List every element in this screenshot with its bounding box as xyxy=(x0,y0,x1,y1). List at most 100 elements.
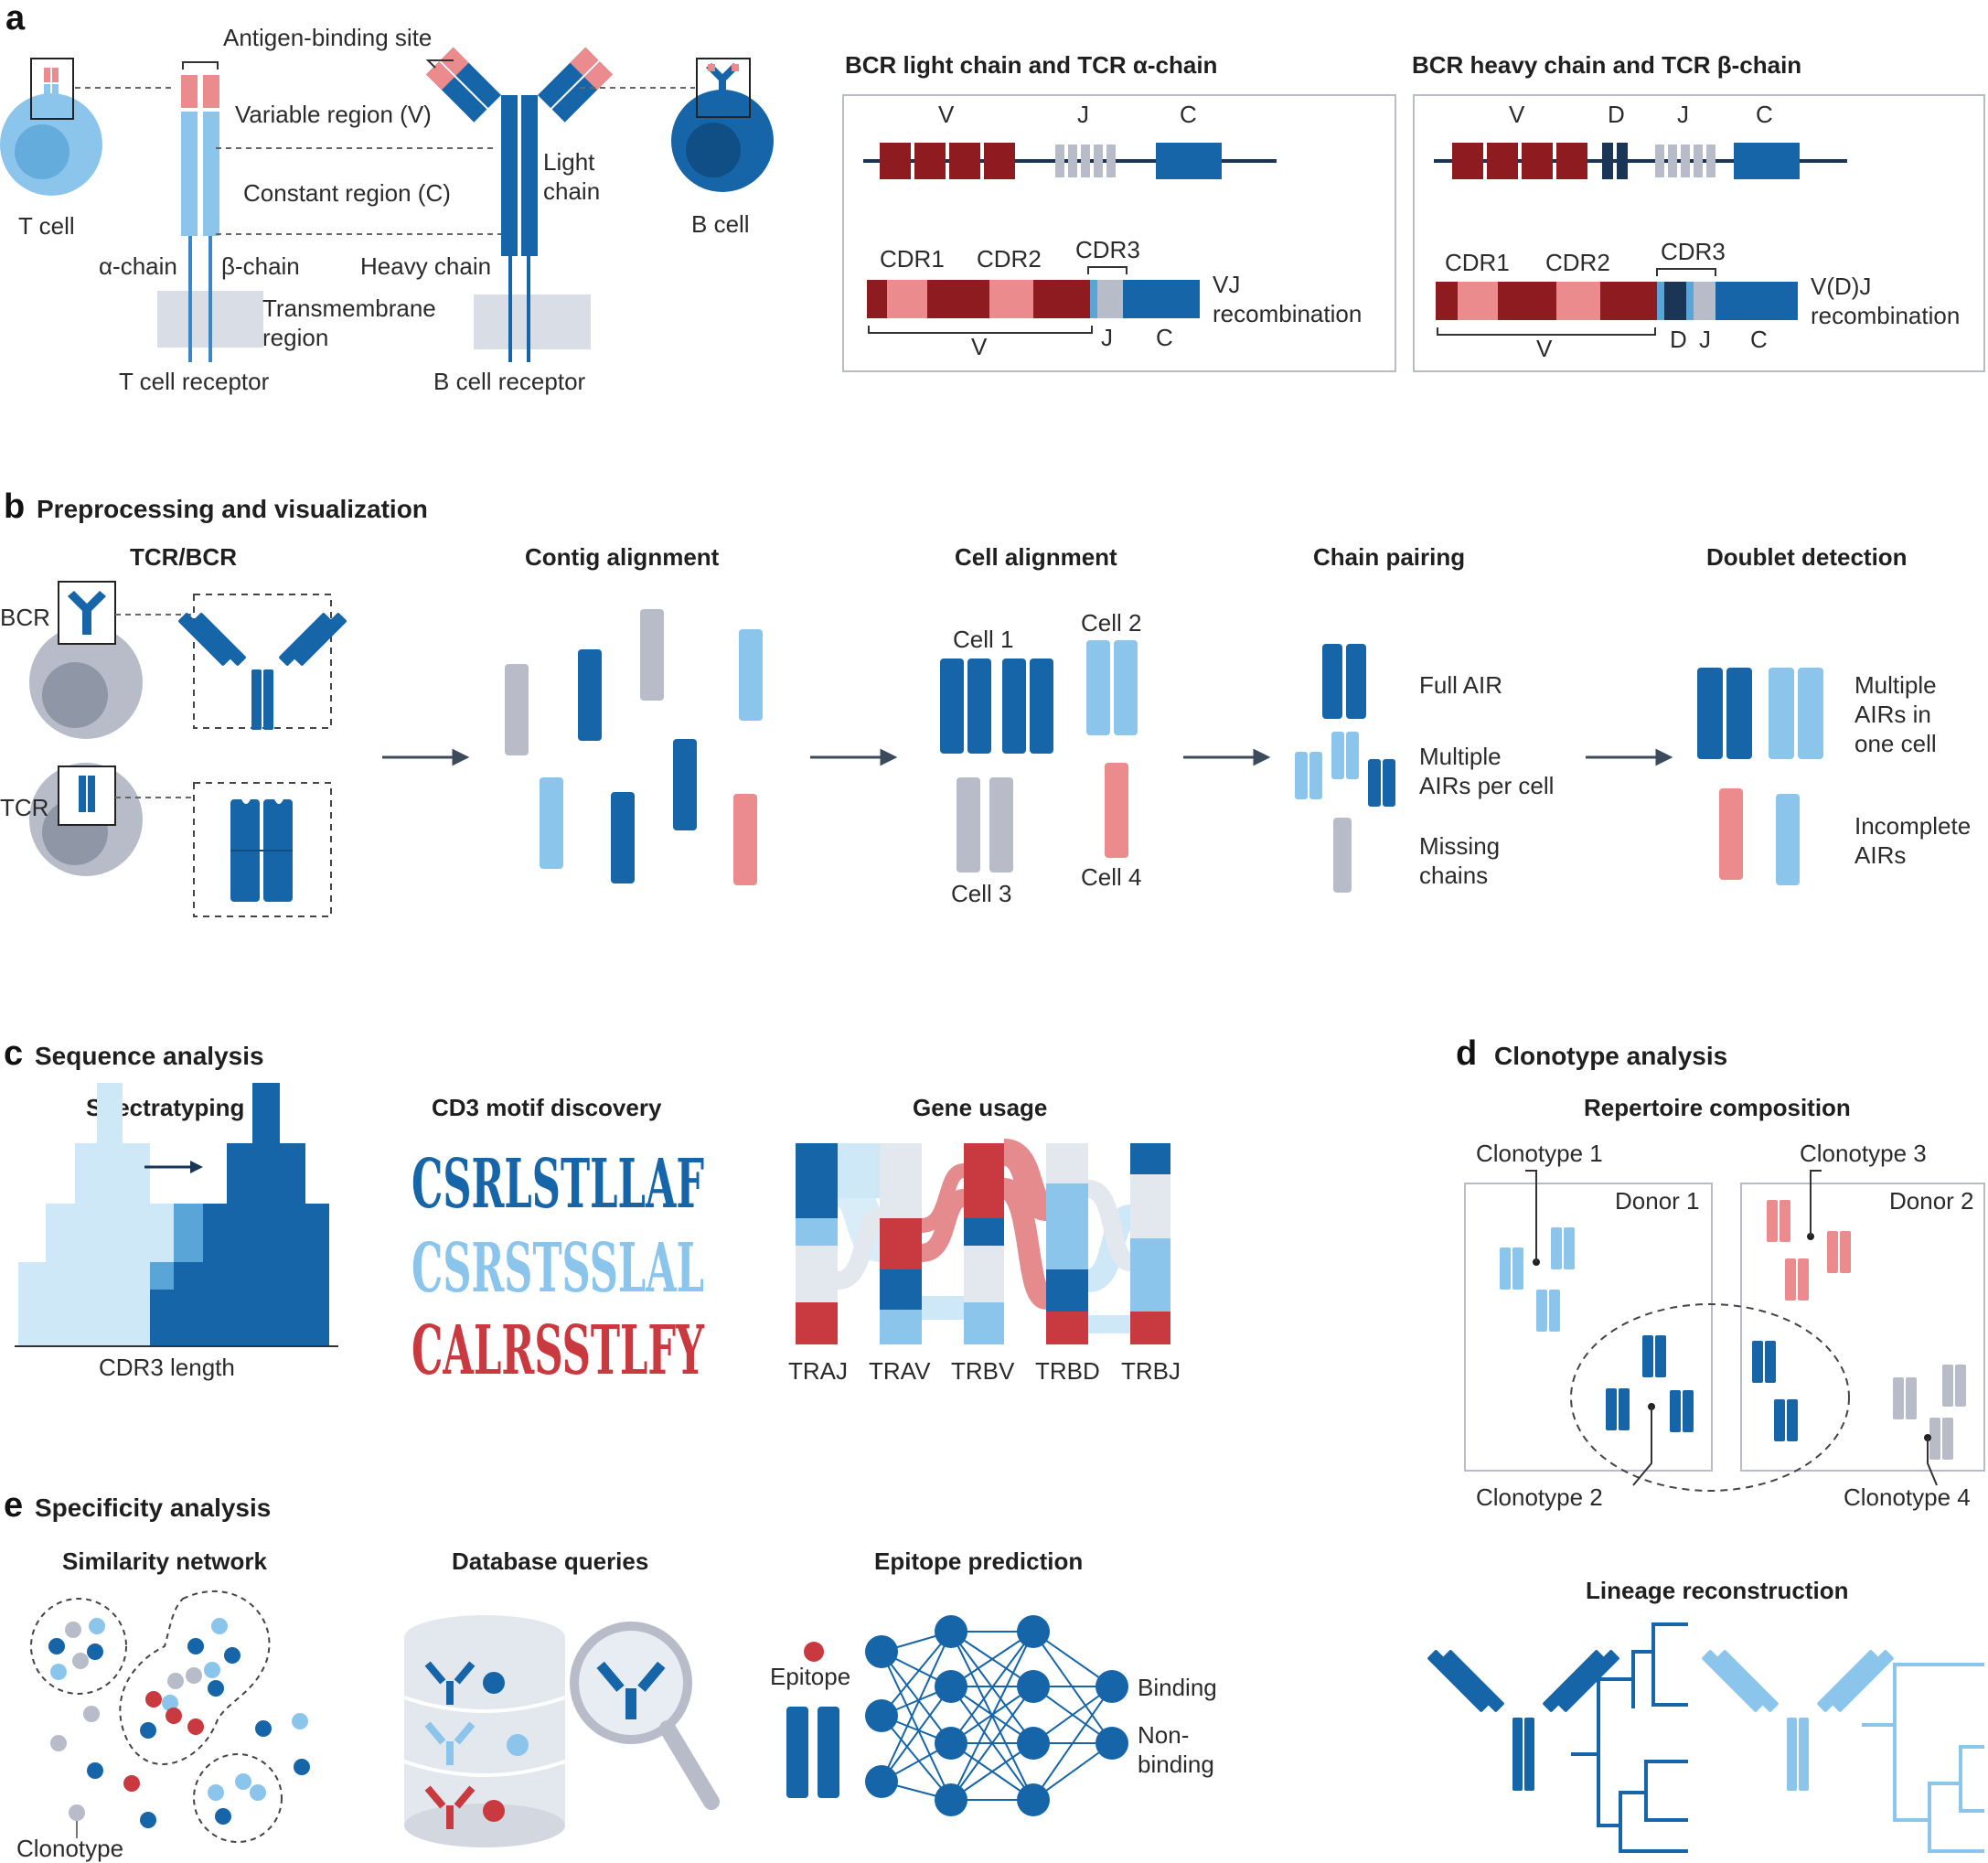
nn-node xyxy=(935,1615,967,1648)
nn-edge xyxy=(950,1686,1034,1801)
gene-usage-diagram xyxy=(796,1139,1170,1344)
donor-1-box xyxy=(1464,1183,1713,1472)
nn-node xyxy=(935,1727,967,1760)
vj-seg-c: C xyxy=(1156,324,1173,351)
nn-edge xyxy=(950,1742,1034,1801)
panel-c-letter: c xyxy=(4,1034,23,1073)
panel-c: c Sequence analysis Spectratyping CDR3 l… xyxy=(4,1034,1181,1390)
transmembrane-label-1: Transmembrane xyxy=(262,294,436,322)
cell-alignment-groups xyxy=(940,640,1138,873)
lineage-tree-dark xyxy=(1427,1622,1688,1853)
nn-node xyxy=(1017,1615,1050,1648)
vj-cdr2: CDR2 xyxy=(977,245,1042,273)
b-cell-label: B cell xyxy=(691,210,750,238)
cell-2-label: Cell 2 xyxy=(1081,609,1141,637)
panel-b: b Preprocessing and visualization TCR/BC… xyxy=(0,487,1971,917)
clonotype-icons xyxy=(1500,1170,1966,1486)
spectratype-chart xyxy=(15,1083,338,1347)
t-cell-illustration xyxy=(0,58,102,196)
panel-d-letter: d xyxy=(1456,1034,1477,1073)
vdj-gene-d: D xyxy=(1608,101,1625,128)
tcr-schematic xyxy=(181,61,219,362)
repertoire-title: Repertoire composition xyxy=(1584,1094,1851,1121)
cell-alignment-title: Cell alignment xyxy=(955,543,1117,571)
neural-network xyxy=(865,1615,1128,1816)
vdj-gene-j: J xyxy=(1677,101,1689,128)
panel-e: e Specificity analysis Similarity networ… xyxy=(4,1486,1217,1862)
cell-4-label: Cell 4 xyxy=(1081,863,1141,891)
vj-v-genes xyxy=(880,143,1015,179)
nn-edge xyxy=(881,1686,952,1783)
vj-c-gene xyxy=(1156,143,1222,179)
nn-node xyxy=(1017,1670,1050,1703)
nn-node xyxy=(1096,1727,1128,1760)
nn-node xyxy=(1017,1783,1050,1816)
epitope-prediction-title: Epitope prediction xyxy=(874,1547,1083,1575)
donor-2-box xyxy=(1740,1183,1985,1472)
doublet-icons xyxy=(1697,668,1823,885)
panel-b-letter: b xyxy=(4,487,25,526)
constant-region-label: Constant region (C) xyxy=(243,179,451,207)
gene-traj: TRAJ xyxy=(788,1357,848,1385)
nn-edge xyxy=(881,1651,952,1744)
nn-edge xyxy=(881,1631,952,1717)
gene-trav: TRAV xyxy=(869,1357,931,1385)
clonotype-label: Clonotype xyxy=(16,1835,123,1862)
non-binding-label-1: Non- xyxy=(1138,1721,1189,1749)
missing-chains-label-2: chains xyxy=(1419,862,1488,889)
antigen-binding-site-label: Antigen-binding site xyxy=(223,24,432,51)
vj-recombination-box: BCR light chain and TCR α-chain V J C xyxy=(842,51,1396,372)
donor-2-label: Donor 2 xyxy=(1889,1187,1974,1215)
vdj-recombination-box: BCR heavy chain and TCR β-chain V D J C xyxy=(1412,51,1985,372)
nn-node xyxy=(1096,1670,1128,1703)
vdj-seg-j: J xyxy=(1699,326,1711,353)
nn-edge xyxy=(950,1631,1034,1744)
similarity-network xyxy=(30,1590,310,1843)
motif-row-3: CALRSSTLFY xyxy=(411,1312,705,1390)
vj-j-genes xyxy=(1055,145,1116,177)
nn-edge xyxy=(950,1631,1034,1687)
motif-row-2: CSRSTSSLAL xyxy=(411,1229,704,1308)
vj-seg-v: V xyxy=(971,333,988,360)
nn-edge xyxy=(950,1631,1034,1801)
lineage-tree-light xyxy=(1702,1650,1984,1853)
nn-edge xyxy=(1032,1686,1113,1801)
t-cell-label: T cell xyxy=(18,212,75,240)
panel-e-title: Specificity analysis xyxy=(35,1494,271,1522)
motif-title: CD3 motif discovery xyxy=(432,1094,662,1121)
contig-chains xyxy=(505,609,763,885)
alpha-chain-label: α-chain xyxy=(99,252,177,280)
nn-node xyxy=(865,1765,898,1798)
vdj-gene-v: V xyxy=(1509,101,1525,128)
heavy-chain-label: Heavy chain xyxy=(360,252,491,280)
vj-recomb-1: VJ xyxy=(1213,271,1240,298)
nn-node xyxy=(865,1635,898,1668)
b-cell-illustration xyxy=(671,58,774,192)
gene-trbv: TRBV xyxy=(951,1357,1015,1385)
chain-pairing-icons xyxy=(1295,644,1395,893)
nn-node xyxy=(865,1699,898,1732)
t-cell-receptor-label: T cell receptor xyxy=(119,368,270,395)
cell-1-label: Cell 1 xyxy=(953,626,1013,653)
cell-3-label: Cell 3 xyxy=(951,880,1011,907)
cdr3-length-label: CDR3 length xyxy=(99,1354,235,1381)
flow-arrows xyxy=(382,748,1673,766)
vj-gene-c: C xyxy=(1180,101,1197,128)
panel-a-letter: a xyxy=(5,0,26,37)
multi-one-cell-3: one cell xyxy=(1854,730,1937,757)
nn-edge xyxy=(881,1715,952,1801)
b-cell-receptor-label: B cell receptor xyxy=(433,368,586,395)
nn-edge xyxy=(881,1651,952,1801)
multiple-airs-label-2: AIRs per cell xyxy=(1419,772,1554,799)
beta-chain-label: β-chain xyxy=(221,252,300,280)
vdj-recomb-2: recombination xyxy=(1811,302,1960,329)
multiple-airs-label-1: Multiple xyxy=(1419,743,1502,770)
vj-cdr1: CDR1 xyxy=(880,245,945,273)
variable-region-label: Variable region (V) xyxy=(235,101,432,128)
nn-node xyxy=(935,1783,967,1816)
nn-node xyxy=(1017,1727,1050,1760)
panel-d-title: Clonotype analysis xyxy=(1494,1042,1727,1070)
vj-gene-v: V xyxy=(938,101,955,128)
bcr-schematic xyxy=(425,47,614,362)
similarity-title: Similarity network xyxy=(62,1547,267,1575)
